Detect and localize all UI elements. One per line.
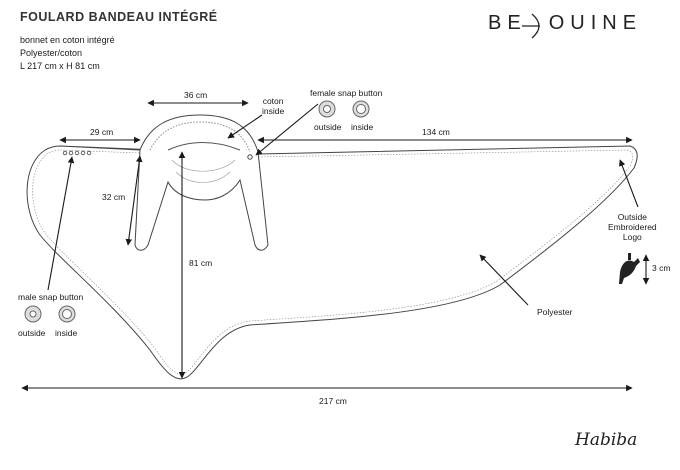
bow-arrow-icon-drawing bbox=[522, 13, 540, 39]
hat-width-label: 36 cm bbox=[184, 90, 208, 100]
polyester-leader bbox=[479, 254, 529, 306]
female-snap-leader bbox=[255, 103, 319, 156]
brand-logo-left: BE bbox=[488, 12, 527, 34]
male-snap-dots bbox=[62, 150, 92, 156]
product-title: FOULARD BANDEAU INTÉGRÉ bbox=[20, 10, 218, 24]
total-length-label: 217 cm bbox=[319, 396, 347, 406]
embroidered-logo-label: Outside Embroidered Logo bbox=[608, 212, 657, 242]
male-snap-leader bbox=[47, 156, 75, 291]
horse-rider-icon bbox=[619, 253, 640, 284]
height-label: 81 cm bbox=[189, 258, 213, 268]
coton-inside-leader bbox=[227, 114, 263, 139]
designer-signature: Habiba bbox=[575, 430, 638, 450]
coton-inside-label: coton inside bbox=[262, 96, 285, 116]
male-snap-inside-label: inside bbox=[55, 328, 78, 338]
logo-size-label: 3 cm bbox=[652, 263, 671, 273]
female-snap-label: female snap button bbox=[310, 88, 383, 98]
polyester-label: Polyester bbox=[537, 307, 573, 317]
male-snap-label: male snap button bbox=[18, 292, 84, 302]
hat-drawing bbox=[134, 114, 269, 251]
male-snap-outside-label: outside bbox=[18, 328, 46, 338]
left-width-label: 29 cm bbox=[90, 127, 114, 137]
size-spec: L 217 cm x H 81 cm bbox=[20, 61, 100, 71]
female-snap-inside-label: inside bbox=[351, 122, 374, 132]
snap-button-icon bbox=[24, 100, 370, 323]
material-fabric: Polyester/coton bbox=[20, 48, 83, 58]
brand-logo: BE OUINE bbox=[488, 12, 642, 35]
logo-leader bbox=[619, 159, 639, 208]
material-hat: bonnet en coton intégré bbox=[20, 35, 115, 45]
right-length-label: 134 cm bbox=[422, 127, 450, 137]
flap-height-label: 32 cm bbox=[102, 192, 126, 202]
female-snap-outside-label: outside bbox=[314, 122, 342, 132]
flap-height-dimension bbox=[125, 155, 143, 246]
brand-logo-right: OUINE bbox=[548, 12, 643, 34]
scarf-body-outline bbox=[26, 145, 638, 380]
scarf-body-inner-stitch bbox=[32, 149, 633, 375]
